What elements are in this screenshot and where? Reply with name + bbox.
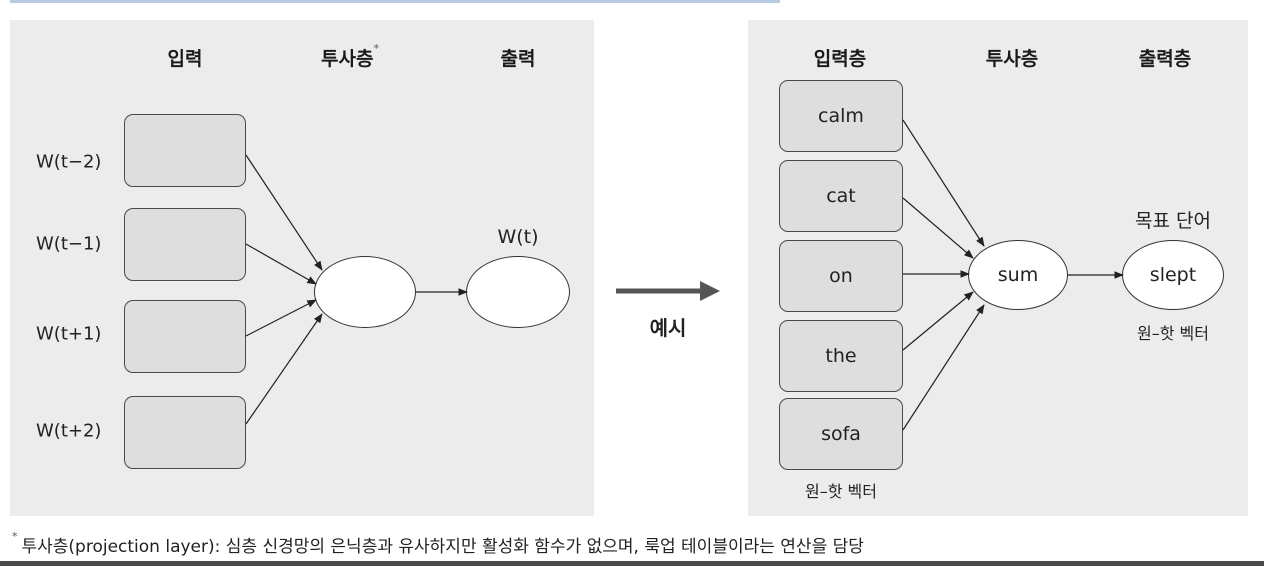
left-projection-header: 투사층* bbox=[321, 42, 379, 70]
left-input-header: 입력 bbox=[167, 48, 203, 70]
target-word-title: 목표 단어 bbox=[1135, 210, 1211, 232]
arrow bbox=[245, 313, 323, 425]
top-rule bbox=[10, 0, 780, 3]
right-output-header: 출력층 bbox=[1138, 48, 1192, 70]
arrow bbox=[902, 197, 974, 259]
word-box-sofa: sofa bbox=[779, 398, 903, 470]
input-one-hot-caption: 원–핫 벡터 bbox=[805, 482, 877, 501]
input-label-t-minus-1: W(t−1) bbox=[36, 233, 102, 255]
arrow bbox=[245, 243, 317, 285]
footnote-marker: * bbox=[373, 42, 379, 55]
input-box bbox=[124, 396, 246, 469]
right-input-header: 입력층 bbox=[813, 48, 867, 70]
bottom-rule bbox=[0, 561, 1264, 566]
arrow bbox=[245, 154, 323, 271]
input-label-t-plus-2: W(t+2) bbox=[36, 420, 102, 442]
footnote-text: 투사층(projection layer): 심층 신경망의 은닉층과 유사하지… bbox=[21, 537, 864, 557]
arrow bbox=[902, 119, 985, 247]
left-output-header: 출력 bbox=[500, 48, 536, 70]
input-label-t-minus-2: W(t−2) bbox=[36, 151, 102, 173]
footnote-marker: * bbox=[12, 530, 18, 543]
input-box bbox=[124, 300, 246, 373]
projection-node bbox=[314, 256, 416, 328]
sum-node: sum bbox=[968, 240, 1068, 310]
output-node bbox=[466, 256, 570, 328]
word-box-on: on bbox=[779, 240, 903, 312]
right-projection-header: 투사층 bbox=[985, 48, 1039, 70]
input-box bbox=[124, 208, 246, 281]
input-box bbox=[124, 114, 246, 187]
input-label-t-plus-1: W(t+1) bbox=[36, 323, 102, 345]
example-label: 예시 bbox=[649, 316, 687, 340]
word-box-the: the bbox=[779, 320, 903, 392]
output-label: W(t) bbox=[497, 226, 539, 248]
arrow bbox=[902, 304, 985, 431]
arrow bbox=[902, 291, 974, 351]
target-one-hot-caption: 원–핫 벡터 bbox=[1137, 324, 1209, 343]
target-word-node: slept bbox=[1122, 240, 1224, 310]
word-box-calm: calm bbox=[779, 80, 903, 152]
arrow bbox=[245, 299, 317, 337]
word-box-cat: cat bbox=[779, 160, 903, 232]
footnote: *투사층(projection layer): 심층 신경망의 은닉층과 유사하… bbox=[12, 530, 864, 557]
